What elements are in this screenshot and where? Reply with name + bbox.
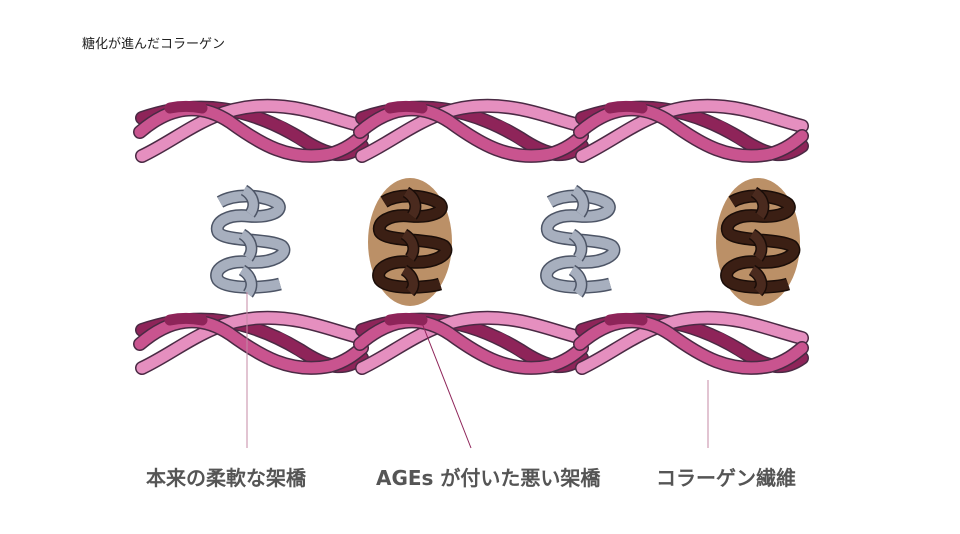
ages-crosslink xyxy=(716,178,800,306)
flexible-crosslink xyxy=(547,190,614,294)
label-collagen-fiber: コラーゲン繊維 xyxy=(656,466,796,490)
label-flexible-crosslink: 本来の柔軟な架橋 xyxy=(146,466,306,490)
collagen-fiber-top xyxy=(140,106,802,156)
label-ages-crosslink: AGEs が付いた悪い架橋 xyxy=(376,466,601,490)
page-title: 糖化が進んだコラーゲン xyxy=(82,37,226,52)
flexible-crosslink xyxy=(217,190,284,294)
ages-crosslink xyxy=(368,178,452,306)
leader-line-ages xyxy=(419,317,472,449)
collagen-fiber-bottom xyxy=(140,318,802,368)
